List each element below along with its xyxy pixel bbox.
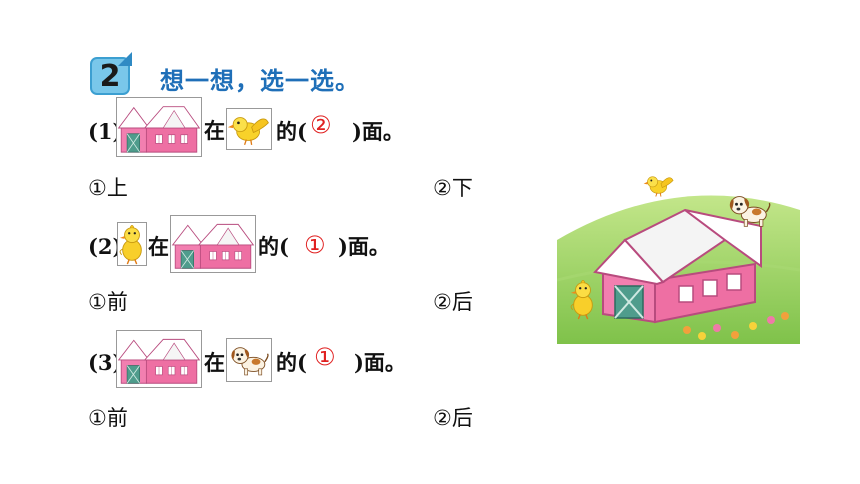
question-2-option-2: ②后 bbox=[433, 290, 473, 314]
scene-bird-icon bbox=[644, 177, 673, 197]
question-2-option-1: ①前 bbox=[88, 290, 128, 314]
puppy-icon bbox=[226, 338, 272, 382]
question-1-word-face: )面。 bbox=[352, 119, 404, 144]
question-3-option-1: ①前 bbox=[88, 406, 128, 430]
question-2-word-face: )面。 bbox=[338, 234, 390, 259]
question-1-word-at: 在 bbox=[204, 118, 225, 143]
yellow-bird-icon bbox=[226, 108, 272, 150]
question-3-word-at: 在 bbox=[204, 350, 225, 375]
scene-house-icon bbox=[593, 208, 762, 324]
question-3-option-2: ②后 bbox=[433, 406, 473, 430]
pink-house-icon bbox=[116, 97, 202, 157]
question-2-word-at: 在 bbox=[148, 234, 169, 259]
scene-illustration bbox=[557, 170, 800, 344]
question-2-label: (2) bbox=[88, 234, 123, 259]
question-3-label: (3) bbox=[88, 350, 123, 375]
question-1-option-1: ①上 bbox=[88, 176, 128, 200]
badge-corner-decoration bbox=[118, 52, 132, 66]
question-3-word-of: 的( bbox=[276, 350, 307, 375]
question-number: 2 bbox=[99, 58, 121, 94]
question-2-word-of: 的( bbox=[258, 234, 289, 259]
question-1-label: (1) bbox=[88, 119, 123, 144]
question-1-answer: ② bbox=[310, 111, 332, 139]
flowers bbox=[683, 312, 789, 340]
pink-house-icon bbox=[116, 330, 202, 388]
pink-house-icon bbox=[170, 215, 256, 273]
chick-icon bbox=[117, 222, 147, 266]
page-title: 想一想，选一选。 bbox=[160, 67, 360, 95]
question-1-option-2: ②下 bbox=[433, 176, 473, 200]
question-2-answer: ① bbox=[304, 231, 326, 259]
question-1-word-of: 的( bbox=[276, 119, 307, 144]
question-3-answer: ① bbox=[314, 343, 336, 371]
question-3-word-face: )面。 bbox=[354, 350, 406, 375]
